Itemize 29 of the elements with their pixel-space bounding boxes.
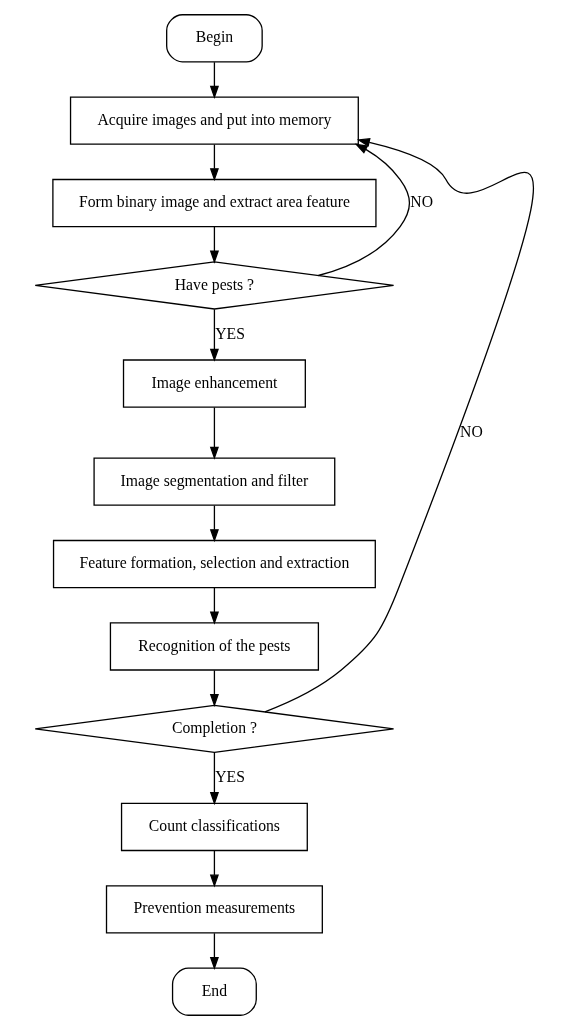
arrow <box>209 143 219 181</box>
arrow <box>209 225 219 264</box>
arrow <box>264 137 535 712</box>
arrow <box>209 504 219 542</box>
edge-label: YES <box>215 767 245 785</box>
arrow <box>317 142 411 276</box>
arrow <box>209 932 219 970</box>
arrow <box>209 61 219 99</box>
arrow <box>209 669 219 707</box>
node-box: Image enhancement <box>122 358 306 408</box>
node-box: Image segmentation and filter <box>93 456 336 506</box>
node-box: Acquire images and put into memory <box>69 95 359 145</box>
node-box: End <box>171 967 257 1016</box>
arrow <box>209 586 219 625</box>
node-box: Prevention measurements <box>105 884 323 934</box>
arrow <box>209 751 219 805</box>
node-box: Feature formation, selection and extraction <box>52 539 376 588</box>
node-box: Form binary image and extract area feature <box>52 178 377 227</box>
edge-label: YES <box>215 324 245 342</box>
node-diamond: Have pests ? <box>34 260 395 310</box>
arrow <box>209 406 219 460</box>
edge-label: NO <box>410 192 434 210</box>
node-box: Begin <box>166 13 263 62</box>
node-diamond: Completion ? <box>34 704 395 753</box>
node-box: Recognition of the pests <box>109 621 320 671</box>
edge-label: NO <box>460 422 483 440</box>
arrow <box>209 308 219 362</box>
arrow <box>209 849 219 888</box>
node-box: Count classifications <box>120 802 308 851</box>
